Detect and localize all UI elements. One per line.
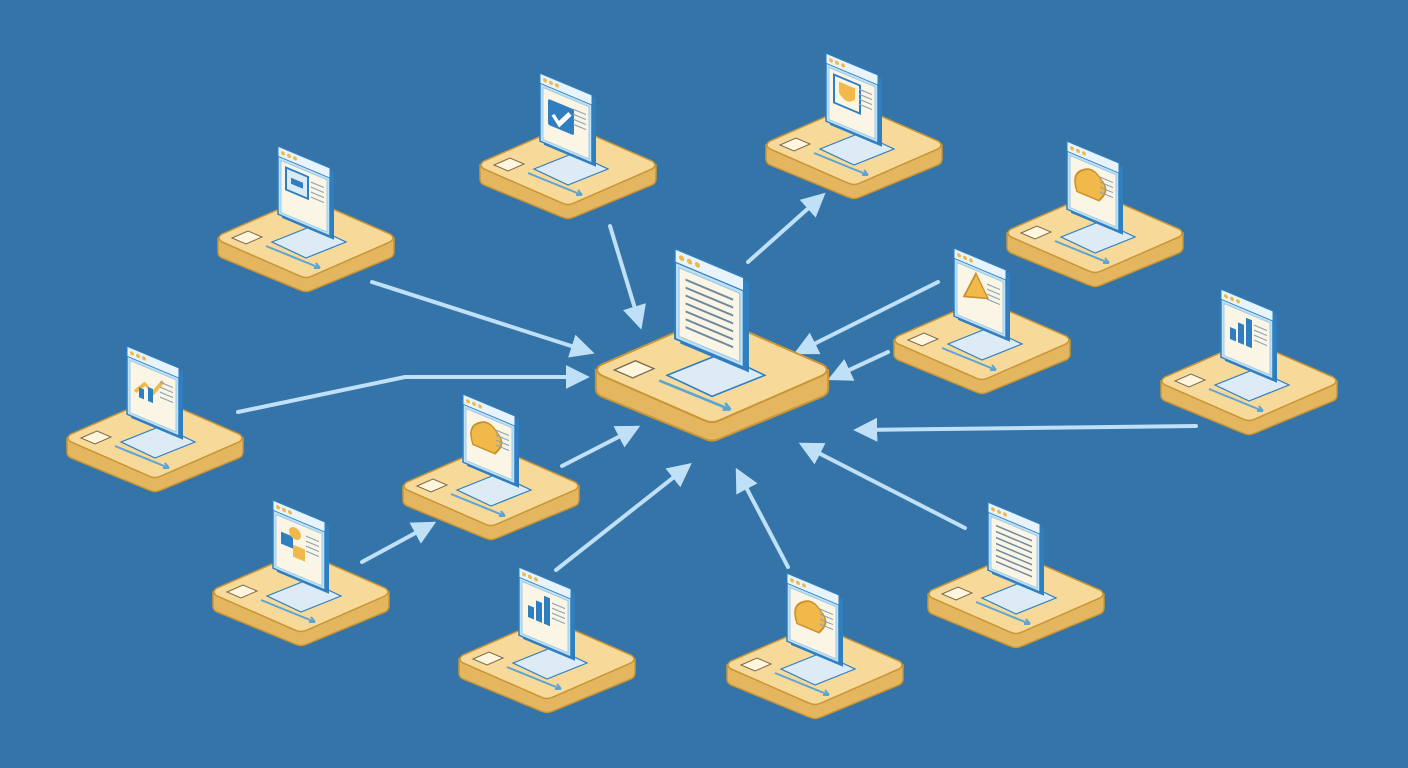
platform <box>594 316 830 442</box>
window-panel <box>518 566 575 661</box>
node-text-lower-right <box>927 501 1105 649</box>
connection-arrow <box>853 417 1198 442</box>
node-bar-bottom <box>458 566 636 714</box>
window-panel <box>272 499 329 594</box>
node-cloud-ne <box>1006 140 1184 288</box>
connection-arrow <box>236 365 590 414</box>
window-panel <box>126 345 183 440</box>
node-triangle-right <box>893 247 1071 395</box>
connection-arrow <box>735 467 790 569</box>
node-cloud-mid <box>402 393 580 541</box>
text-lines-icon <box>996 524 1032 578</box>
connection-arrow <box>827 350 890 381</box>
connection-arrow <box>793 280 940 355</box>
nodes-layer <box>66 52 1338 720</box>
window-panel <box>953 247 1010 342</box>
connection-arrows <box>236 192 1198 572</box>
puzzle-icon <box>281 526 319 562</box>
shield-icon <box>833 73 872 115</box>
node-chart-left <box>66 345 244 493</box>
platform <box>893 299 1071 395</box>
connection-arrow <box>554 463 692 572</box>
window-panel <box>462 393 519 488</box>
window-panel <box>539 72 596 167</box>
platform <box>1160 340 1338 436</box>
triangle-icon <box>962 271 1000 306</box>
window-panel <box>825 52 882 147</box>
connection-arrow <box>560 425 641 468</box>
bar-chart-icon <box>1230 317 1267 349</box>
connection-arrow <box>798 442 967 530</box>
window-panel <box>1066 140 1123 235</box>
node-puzzle-lower-left <box>212 499 390 647</box>
node-bar-far-right <box>1160 288 1338 436</box>
bar-chart-icon <box>528 595 565 627</box>
window-panel <box>1220 288 1277 383</box>
node-check-top <box>479 72 657 220</box>
image-text-icon <box>285 166 324 204</box>
central-hub <box>594 247 830 442</box>
node-cloud-bottom <box>726 572 904 720</box>
line-chart-icon <box>133 380 173 404</box>
window-panel <box>786 572 843 667</box>
connection-arrow <box>370 280 595 358</box>
checkmark-icon <box>548 99 586 135</box>
connection-arrow <box>360 521 437 564</box>
window-panel <box>277 145 334 240</box>
window-panel <box>987 501 1044 596</box>
text-lines-icon <box>685 278 734 349</box>
window-panel <box>674 247 749 373</box>
node-chart-nw <box>217 145 395 293</box>
connection-arrow <box>608 224 646 330</box>
cloud-icon <box>794 600 833 634</box>
cloud-icon <box>470 421 509 455</box>
connection-arrow <box>746 192 826 264</box>
cloud-icon <box>1074 168 1113 202</box>
node-shield-top <box>765 52 943 200</box>
